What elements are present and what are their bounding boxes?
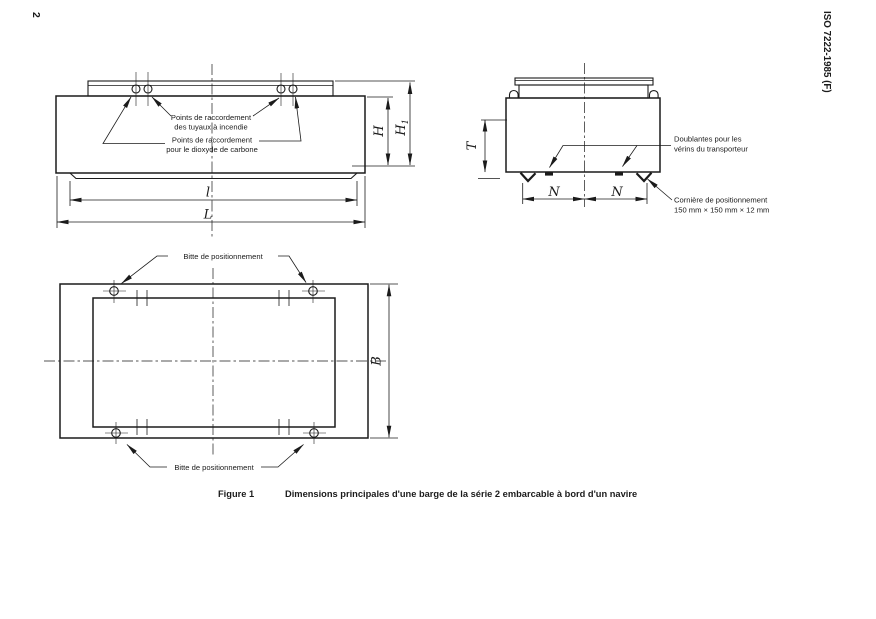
dimension-H-H1: H H 1 [335, 80, 415, 167]
corniere-line2: 150 mm × 150 mm × 12 mm [674, 206, 769, 215]
co2-label-line1: Points de raccordement [172, 136, 253, 145]
positioning-angles [519, 172, 653, 183]
dim-T-label: T [465, 140, 480, 150]
co2-label-line2: pour le dioxyde de carbone [166, 145, 258, 154]
fire-label-line1: Points de raccordement [171, 113, 252, 122]
dim-N-right-label: N [610, 185, 623, 200]
plan-inner-outline [92, 297, 336, 428]
dim-H-label: H [372, 125, 387, 138]
deck-hatch-band [87, 80, 334, 97]
bottom-skid [68, 172, 359, 180]
plan-tick-marks [136, 290, 290, 435]
bitte-top-label: Bitte de positionnement [183, 252, 263, 261]
fire-label-line2: des tuyaux à incendie [174, 123, 247, 132]
side-elevation-view: Points de raccordement des tuyaux à ince… [55, 64, 415, 237]
bitte-annotation-bottom: Bitte de positionnement [126, 444, 304, 472]
lifting-lugs [508, 89, 659, 98]
corniere-line1: Cornière de positionnement [674, 196, 768, 205]
dimension-L: L [56, 176, 366, 228]
positioning-bollards [103, 280, 326, 444]
svg-text:1: 1 [401, 119, 411, 124]
dim-L-label: L [203, 208, 213, 223]
dim-l-label: l [206, 186, 210, 201]
fire-connection-annotation: Points de raccordement des tuyaux à ince… [151, 96, 280, 132]
dimension-l: l [69, 181, 358, 206]
doublantes-annotation: Doublantes pour les vérins du transporte… [549, 135, 748, 168]
dimension-T: T [465, 119, 507, 179]
bitte-annotation-top: Bitte de positionnement [121, 252, 307, 284]
dimension-B: B [370, 283, 398, 439]
corniere-annotation: Cornière de positionnement 150 mm × 150 … [647, 178, 769, 215]
end-hull-outline [505, 97, 661, 173]
document-header: ISO 7222-1985 (F) [821, 11, 832, 93]
dim-N-left-label: N [547, 185, 560, 200]
dimension-N: N N [522, 183, 648, 204]
doubler-plates [545, 172, 623, 176]
dim-H1-label: H 1 [394, 119, 411, 137]
connection-points [131, 72, 298, 106]
plan-view: B Bitte de positionnement Bitte de posit… [44, 252, 398, 472]
co2-connection-annotation: Points de raccordement pour le dioxyde d… [102, 96, 302, 154]
hull-outline [55, 95, 366, 174]
page-number: 2 [30, 12, 42, 18]
figure-number: Figure 1 [218, 489, 254, 499]
end-hatch [514, 77, 654, 99]
figure-caption: Figure 1 Dimensions principales d'une ba… [218, 489, 637, 499]
bitte-bottom-label: Bitte de positionnement [174, 463, 254, 472]
dim-B-label: B [370, 356, 385, 367]
doublantes-line1: Doublantes pour les [674, 135, 742, 144]
figure-title: Dimensions principales d'une barge de la… [285, 489, 637, 499]
doublantes-line2: vérins du transporteur [674, 145, 748, 154]
end-view: T N N Doublantes pour les vérins du tran… [465, 63, 769, 215]
svg-text:H: H [394, 124, 409, 137]
